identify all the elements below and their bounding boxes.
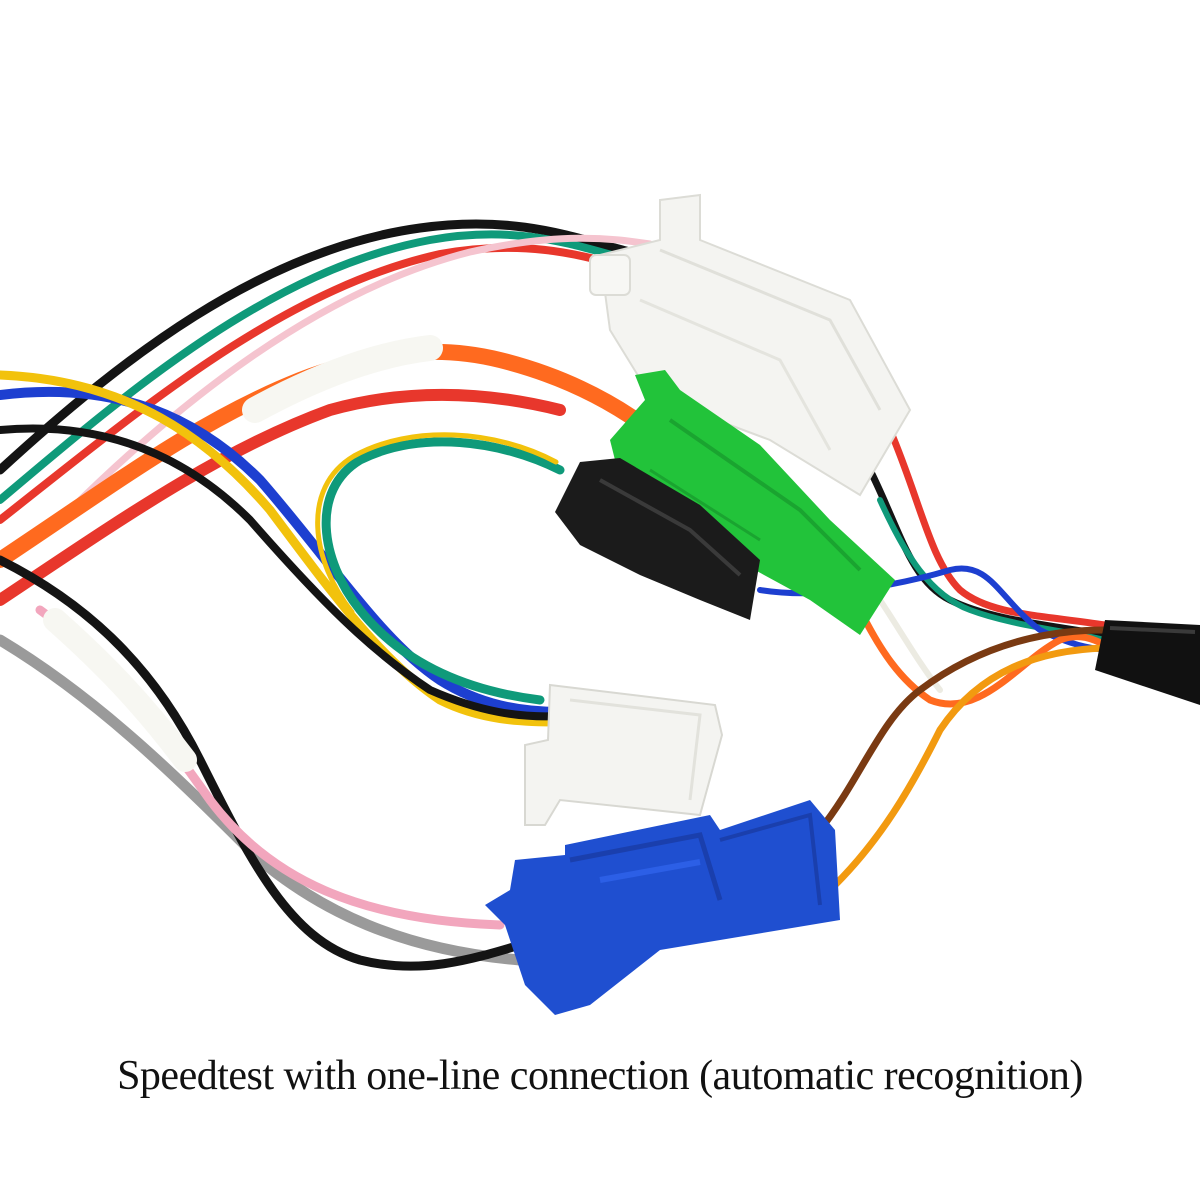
black-connector [555,458,760,620]
right-wire-bundle [757,426,1109,889]
yellow-wire-main [0,370,565,727]
green-connector [610,370,895,635]
image-caption: Speedtest with one-line connection (auto… [117,1053,1083,1099]
orange-wire-right [856,606,1109,708]
red-wire-right [886,426,1109,629]
green-loop-wire [321,437,565,705]
white-sleeve-lower [43,608,197,772]
gray-wire [0,634,526,966]
lower-wire-bundle [0,555,526,971]
black-wire-top [0,219,635,475]
white-connector-small [524,683,724,826]
red-wire-top [0,243,650,524]
upper-wire-bundle [0,219,654,524]
orange-wire-group [0,335,658,606]
red-wire-mid [0,388,566,606]
black-wire-lower [0,555,525,971]
pink-white-wire-top [56,234,654,524]
black-wire-main [0,424,564,721]
blue-connector [485,800,840,1015]
black-cable-sleeve [1095,620,1200,705]
loop-wire-bundle [0,370,565,727]
white-connector-top [589,193,912,497]
orange-wire-lower-right [831,644,1109,889]
brown-wire-right [816,626,1109,834]
yellow-loop-wire [315,432,559,615]
green-wire-top [0,230,644,504]
white-sleeve [242,335,443,423]
